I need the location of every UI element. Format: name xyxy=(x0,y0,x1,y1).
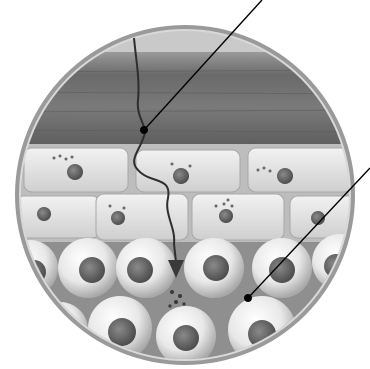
nucleus xyxy=(277,168,293,184)
nucleus xyxy=(219,209,233,223)
nucleus xyxy=(173,168,189,184)
nucleus xyxy=(67,164,83,180)
leader-dot-upper xyxy=(140,126,148,134)
flat-cells-row-1 xyxy=(24,148,352,192)
nucleus xyxy=(37,207,51,221)
leader-dot-lower xyxy=(244,294,252,302)
flat-cells-row-2 xyxy=(16,194,370,240)
nucleus xyxy=(111,211,125,225)
